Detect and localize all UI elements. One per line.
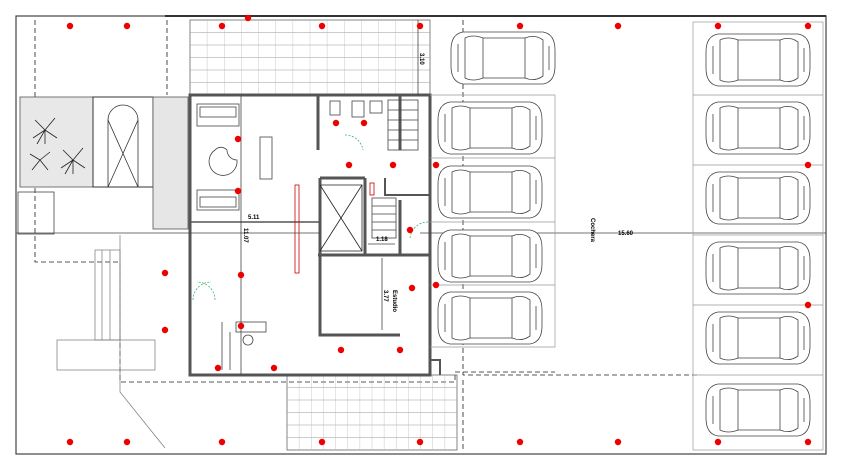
light-point [123, 438, 131, 446]
light-point [66, 22, 74, 30]
light-point [432, 281, 440, 289]
parking-bays [430, 21, 824, 451]
car [705, 101, 811, 155]
car [437, 291, 543, 345]
light-point [804, 301, 812, 309]
light-point [714, 22, 722, 30]
light-point [408, 284, 416, 292]
light-point [318, 22, 326, 30]
light-point [416, 22, 424, 30]
light-points [66, 14, 812, 446]
light-point [237, 271, 245, 279]
building-walls [188, 93, 441, 377]
light-point [123, 22, 131, 30]
dim-stair-width: 1.18 [376, 237, 388, 243]
light-point [804, 22, 812, 30]
car [437, 101, 543, 155]
furniture [196, 99, 419, 370]
car [705, 311, 811, 365]
car [437, 165, 543, 219]
bottom-stairs [286, 374, 458, 451]
light-point [345, 161, 353, 169]
light-point [337, 346, 345, 354]
car [450, 31, 556, 85]
garden [17, 96, 189, 235]
light-point [244, 14, 252, 22]
light-point [432, 161, 440, 169]
label-room: Estudio [391, 290, 397, 312]
light-point [234, 135, 242, 143]
entrance-steps [56, 235, 166, 449]
car [437, 229, 543, 283]
light-point [234, 187, 242, 195]
car [705, 383, 811, 437]
light-point [218, 22, 226, 30]
top-stairs [189, 19, 431, 96]
car [705, 33, 811, 87]
light-point [270, 364, 278, 372]
light-point [396, 346, 404, 354]
light-point [406, 226, 414, 234]
light-point [360, 119, 368, 127]
light-point [161, 326, 169, 334]
light-point [332, 119, 340, 127]
light-point [318, 438, 326, 446]
light-point [714, 438, 722, 446]
dim-room-depth: 3.77 [382, 290, 388, 302]
light-point [614, 22, 622, 30]
setback-line-right [462, 20, 700, 450]
light-point [218, 438, 226, 446]
light-point [66, 438, 74, 446]
kitchen-counter [294, 182, 375, 274]
light-point [416, 438, 424, 446]
setback-line [34, 20, 555, 383]
light-point [237, 322, 245, 330]
light-point [389, 161, 397, 169]
light-point [804, 438, 812, 446]
light-point [614, 438, 622, 446]
car [705, 171, 811, 225]
dim-top-stair: 3.10 [418, 53, 424, 65]
dim-garage-length: 15.60 [618, 231, 634, 237]
light-point [516, 438, 524, 446]
car [705, 241, 811, 295]
light-point [804, 161, 812, 169]
dim-living-depth: 11.07 [242, 228, 248, 243]
light-point [214, 364, 222, 372]
cars [437, 31, 811, 437]
label-garage: Cochera [589, 218, 595, 243]
light-point [516, 22, 524, 30]
door-swings [192, 134, 429, 301]
dim-living-width: 5.11 [248, 215, 260, 221]
dimension-lines [16, 20, 826, 375]
light-point [161, 269, 169, 277]
